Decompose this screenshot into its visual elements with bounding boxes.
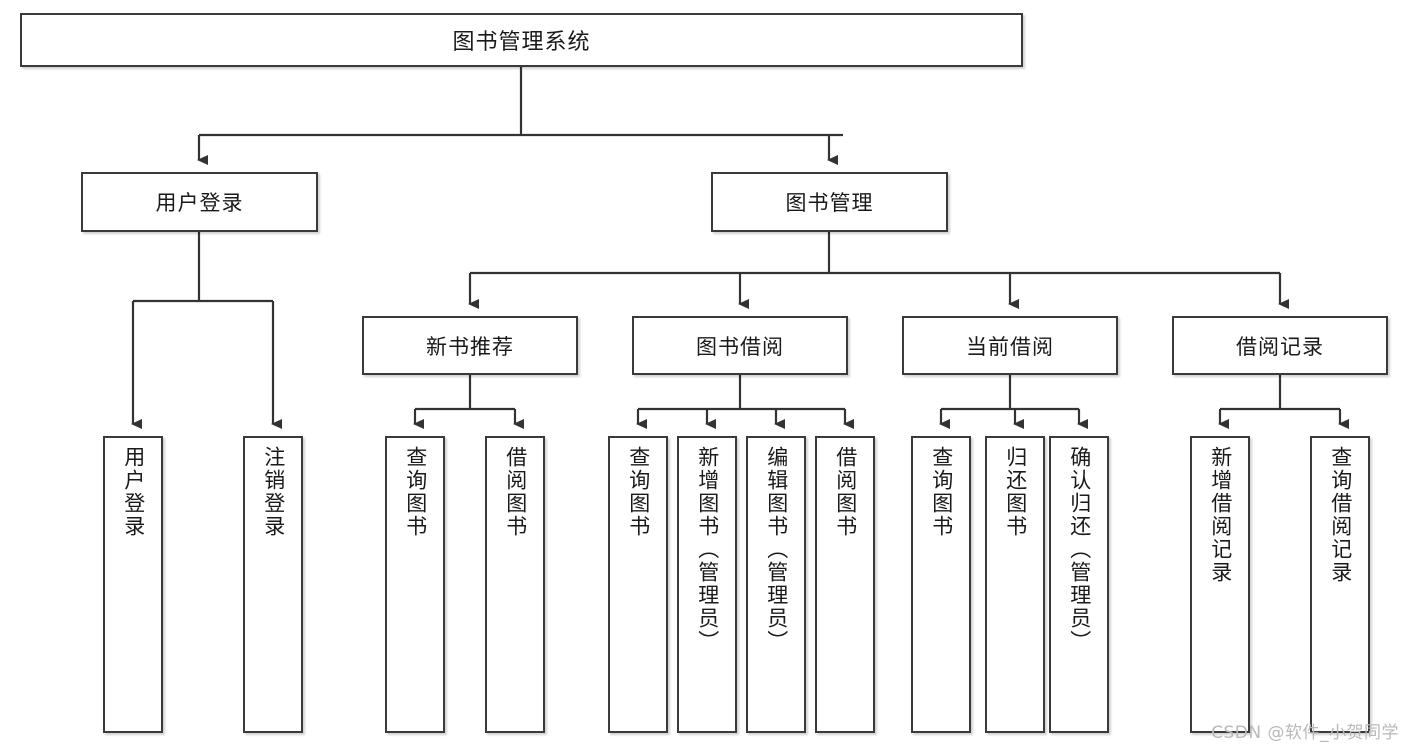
node-leaf-query-book-rec[interactable]: 查询图书 xyxy=(385,436,445,733)
node-leaf-query-borrow-record[interactable]: 查询借阅记录 xyxy=(1310,436,1370,733)
node-leaf-borrow-book[interactable]: 借阅图书 xyxy=(815,436,875,733)
node-label: 新增图书（管理员） xyxy=(695,446,720,653)
node-label: 新增借阅记录 xyxy=(1208,446,1233,584)
node-user-login[interactable]: 用户登录 xyxy=(81,172,318,232)
node-label: 借阅图书 xyxy=(833,446,858,538)
node-current-borrow[interactable]: 当前借阅 xyxy=(902,316,1118,375)
node-leaf-return-book[interactable]: 归还图书 xyxy=(985,436,1045,733)
node-label: 用户登录 xyxy=(121,446,146,538)
node-label: 图书管理 xyxy=(785,191,874,215)
node-label: 图书管理系统 xyxy=(452,30,591,55)
node-leaf-user-login[interactable]: 用户登录 xyxy=(103,436,163,733)
node-label: 查询借阅记录 xyxy=(1328,446,1353,584)
node-label: 借阅记录 xyxy=(1236,334,1324,359)
node-label: 查询图书 xyxy=(929,446,954,538)
node-leaf-add-borrow-record[interactable]: 新增借阅记录 xyxy=(1190,436,1250,733)
node-label: 新书推荐 xyxy=(426,334,514,359)
node-label: 查询图书 xyxy=(626,446,651,538)
node-borrow-record[interactable]: 借阅记录 xyxy=(1172,316,1388,375)
node-label: 确认归还（管理员） xyxy=(1067,446,1092,653)
node-label: 注销登录 xyxy=(261,446,286,538)
node-leaf-edit-book-admin[interactable]: 编辑图书（管理员） xyxy=(746,436,806,733)
node-label: 编辑图书（管理员） xyxy=(764,446,789,653)
node-new-book-recommend[interactable]: 新书推荐 xyxy=(362,316,578,375)
node-leaf-borrow-book-rec[interactable]: 借阅图书 xyxy=(485,436,545,733)
node-leaf-query-book-current[interactable]: 查询图书 xyxy=(911,436,971,733)
node-leaf-query-book-borrow[interactable]: 查询图书 xyxy=(608,436,668,733)
node-label: 归还图书 xyxy=(1003,446,1028,538)
node-root[interactable]: 图书管理系统 xyxy=(20,13,1023,67)
node-label: 查询图书 xyxy=(403,446,428,538)
node-book-management[interactable]: 图书管理 xyxy=(711,172,948,232)
node-label: 当前借阅 xyxy=(966,334,1054,359)
node-label: 借阅图书 xyxy=(503,446,528,538)
node-leaf-confirm-return-admin[interactable]: 确认归还（管理员） xyxy=(1049,436,1109,733)
node-label: 用户登录 xyxy=(155,191,244,215)
node-label: 图书借阅 xyxy=(696,334,784,359)
node-leaf-logout[interactable]: 注销登录 xyxy=(243,436,303,733)
node-book-borrow[interactable]: 图书借阅 xyxy=(632,316,848,375)
node-leaf-add-book-admin[interactable]: 新增图书（管理员） xyxy=(677,436,737,733)
